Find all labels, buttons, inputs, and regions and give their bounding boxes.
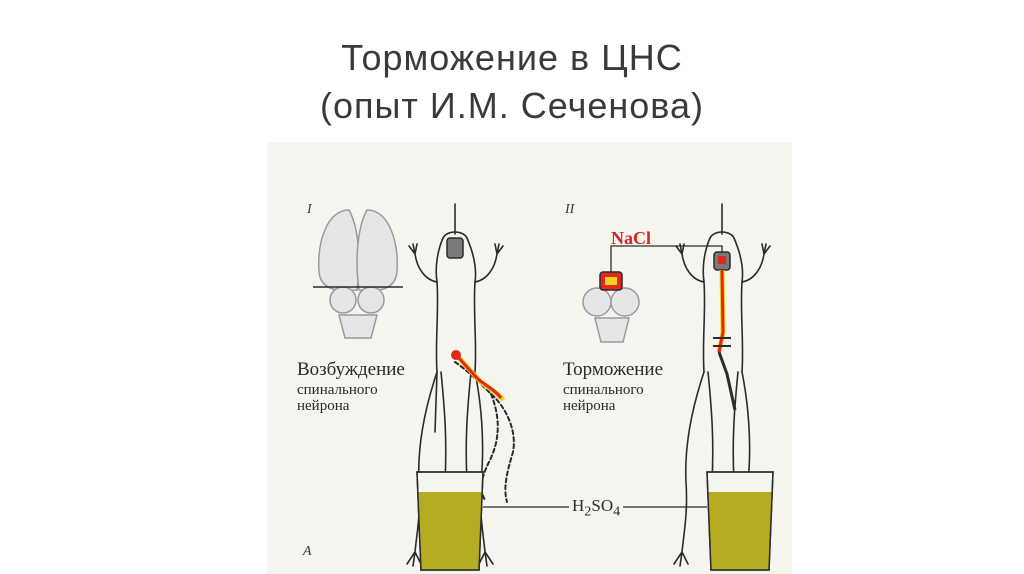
inhibition-nerve-path	[713, 270, 735, 410]
acid-label-sub2: 4	[613, 503, 620, 519]
acid-label-so: SO	[591, 496, 613, 515]
panel-label-ii: II	[565, 202, 574, 218]
inhibition-title: Торможение	[563, 360, 663, 380]
slide-title-line1: Торможение в ЦНС	[0, 34, 1024, 82]
excitation-line2: спинального	[297, 382, 378, 398]
brain-diagram-excitation	[319, 210, 398, 338]
salt-crystal-icon	[600, 272, 622, 290]
acid-label: H2SO4	[569, 496, 623, 520]
panel-label-i: I	[307, 202, 312, 218]
acid-label-h: H	[572, 496, 584, 515]
inhibition-line3: нейрона	[563, 398, 615, 414]
corner-label: A	[303, 544, 312, 560]
frog-head-cut-icon	[447, 238, 463, 258]
acid-beaker-right	[707, 472, 773, 570]
reflex-nerve-path	[451, 350, 503, 400]
brain-diagram-inhibition	[583, 288, 639, 342]
slide-title-line2: (опыт И.М. Сеченова)	[0, 82, 1024, 130]
figure-drawing	[267, 142, 792, 574]
slide-title: Торможение в ЦНС (опыт И.М. Сеченова)	[0, 34, 1024, 130]
frog-head-salt-icon	[714, 252, 730, 270]
salt-label: NaCl	[611, 228, 651, 249]
excitation-title: Возбуждение	[297, 360, 405, 380]
excitation-line3: нейрона	[297, 398, 349, 414]
inhibition-line2: спинального	[563, 382, 644, 398]
acid-beaker-left	[417, 472, 483, 570]
sechenov-experiment-figure: I II A NaCl Возбуждение спинального нейр…	[267, 142, 792, 574]
